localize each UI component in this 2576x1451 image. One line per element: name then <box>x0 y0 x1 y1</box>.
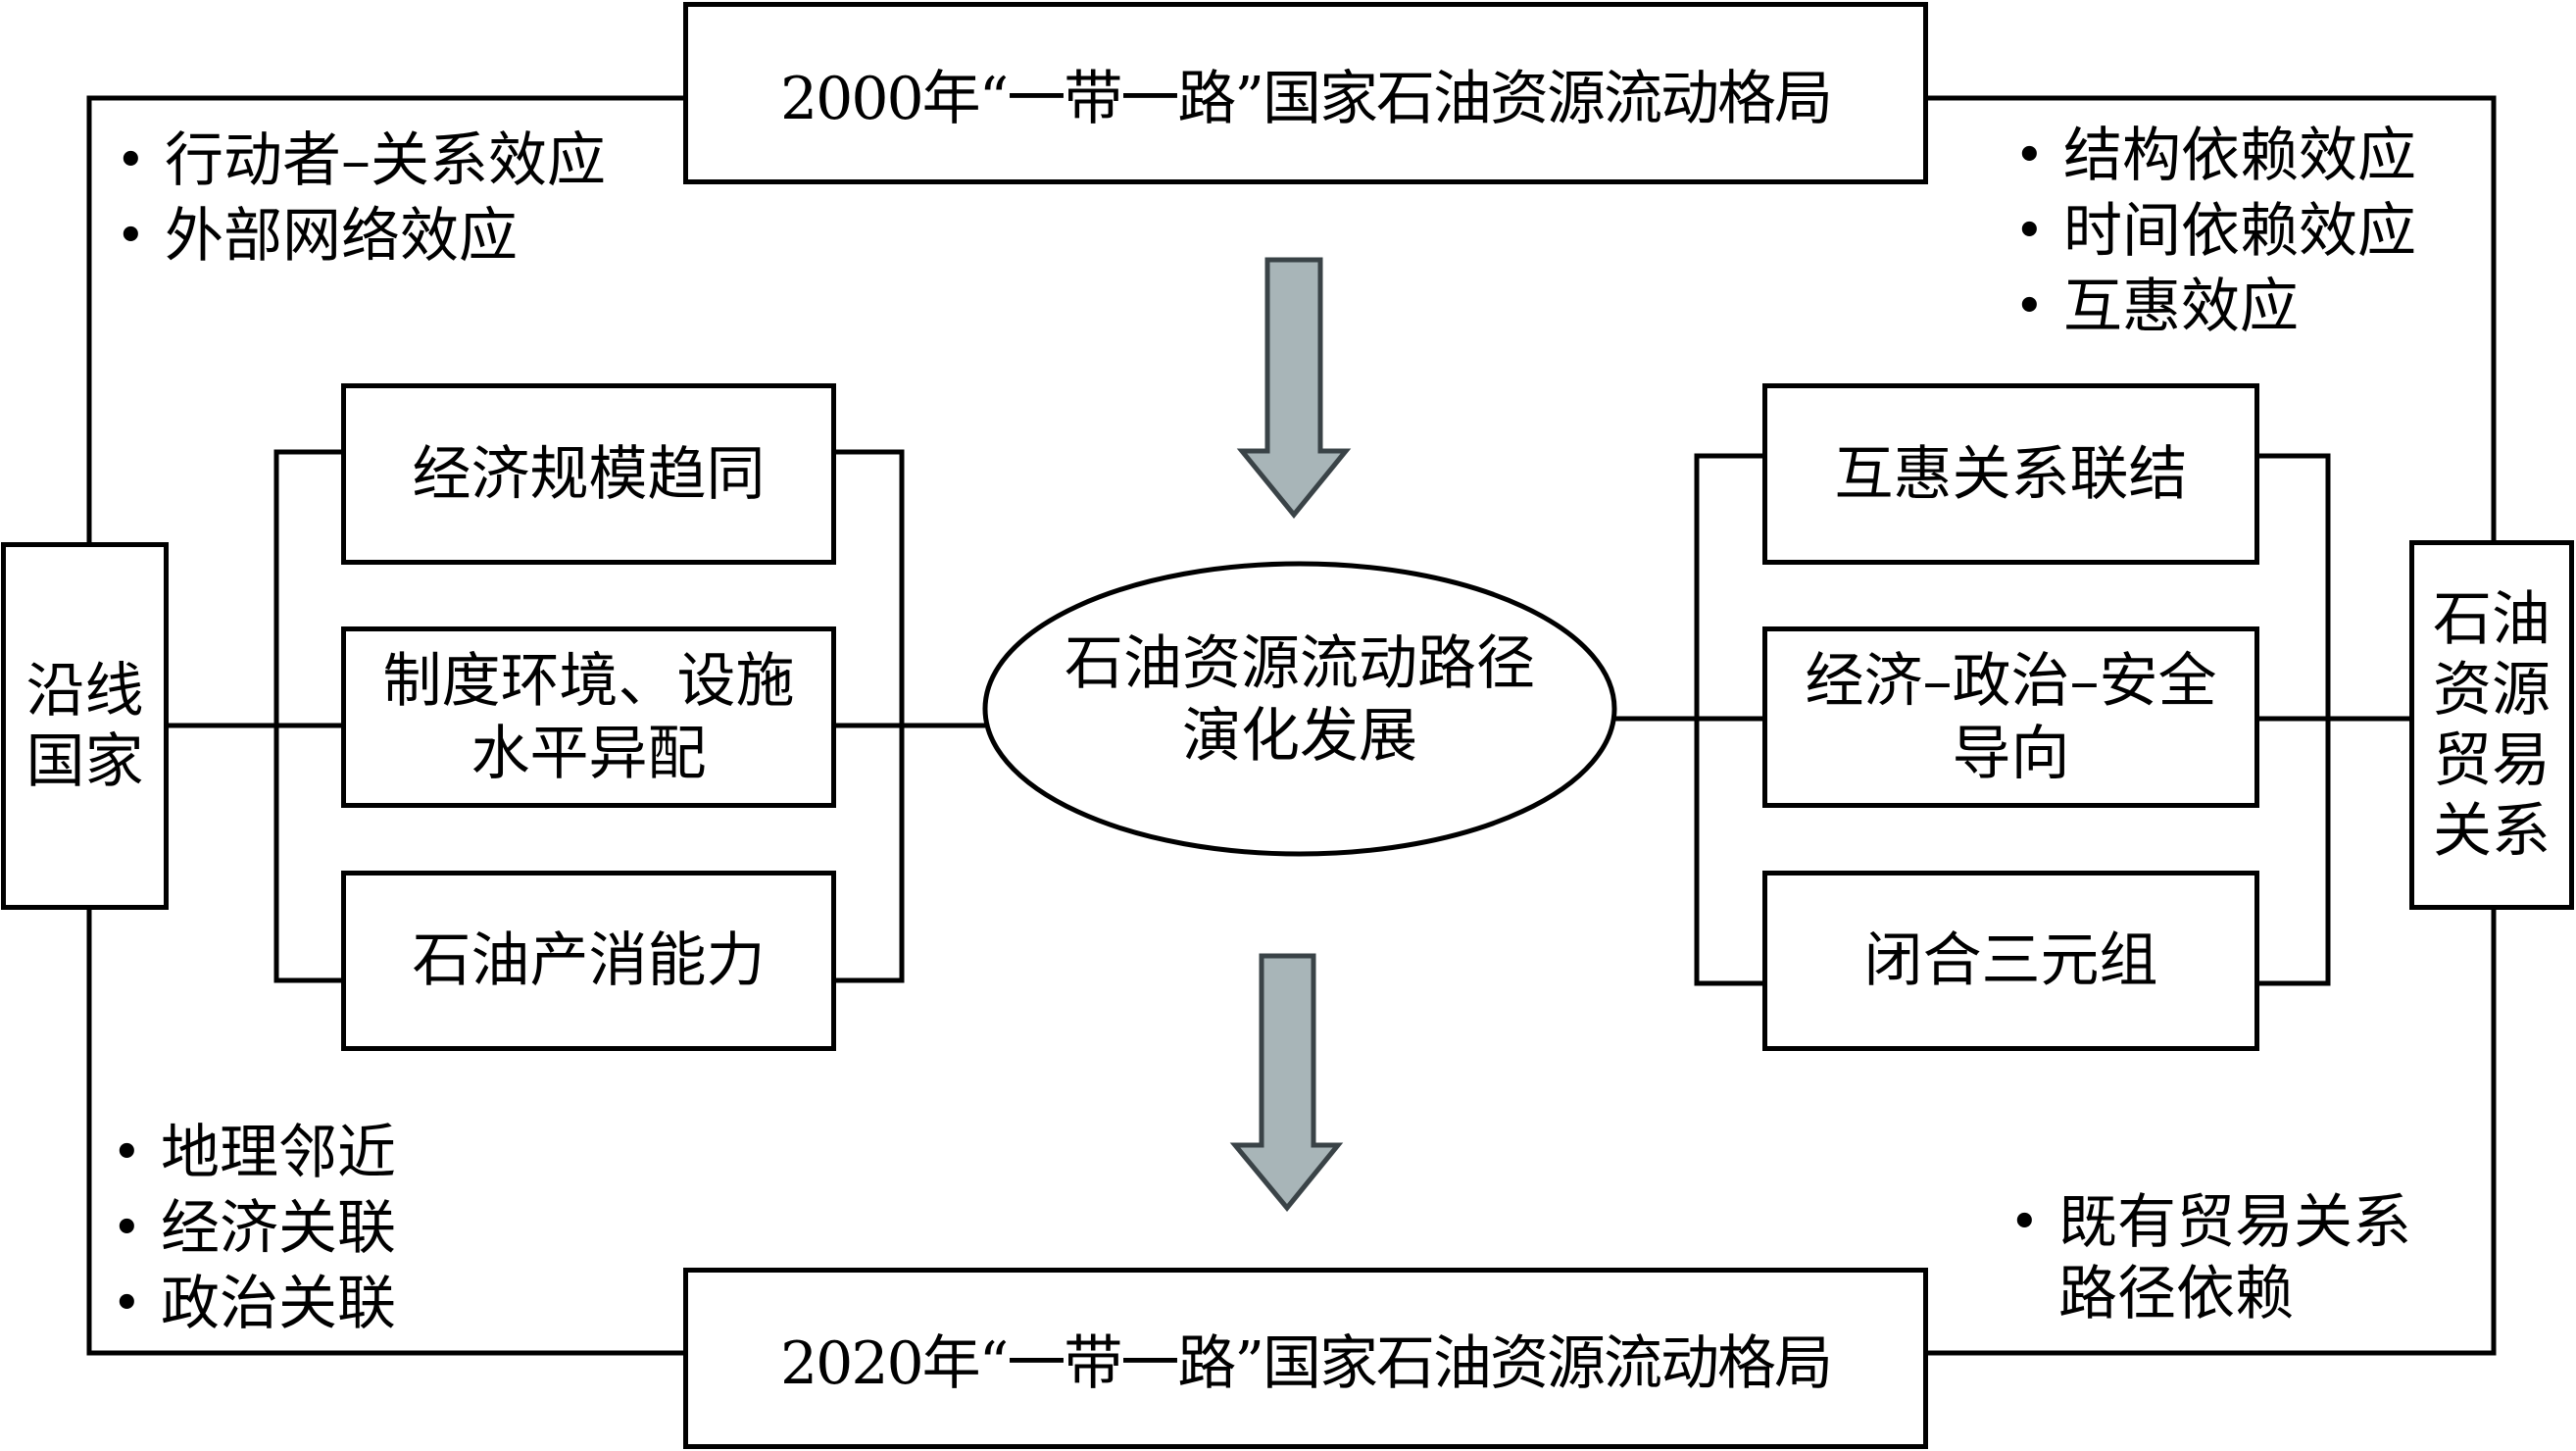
bottom-right-factors-list: 既有贸易关系 路径依赖 <box>2009 1187 2411 1330</box>
right-node-line: 关系 <box>2433 796 2551 866</box>
top-right-effects-list: 结构依赖效应 时间依赖效应 互惠效应 <box>2014 119 2416 345</box>
right-factor-reciprocity: 互惠关系联结 <box>1762 383 2259 565</box>
right-factor-closed-triad: 闭合三元组 <box>1762 871 2259 1051</box>
list-item: 地理邻近 <box>112 1116 396 1191</box>
left-factor-label: 经济规模趋同 <box>412 439 766 509</box>
right-bracket-inner <box>1694 453 1762 986</box>
right-node-line: 资源 <box>2433 655 2551 725</box>
right-factor-label: 闭合三元组 <box>1863 926 2158 995</box>
outer-frame-top-left <box>86 95 683 542</box>
left-node-line: 国家 <box>25 726 144 796</box>
left-bracket-inner <box>836 449 905 983</box>
right-factor-label: 互惠关系联结 <box>1834 439 2188 509</box>
right-factor-label: 经济–政治–安全 <box>1805 646 2217 716</box>
left-factor-label: 水平异配 <box>471 719 707 788</box>
list-item: 经济关联 <box>112 1191 396 1267</box>
list-item: 政治关联 <box>112 1267 396 1342</box>
list-item-continuation: 路径依赖 <box>2058 1260 2294 1328</box>
left-factor-institution-infrastructure: 制度环境、设施 水平异配 <box>341 626 836 808</box>
outer-frame-top-right <box>1928 95 2497 540</box>
right-factor-econ-politics-security: 经济–政治–安全 导向 <box>1762 626 2259 808</box>
pattern-2000-label: 2000年“一带一路”国家石油资源流动格局 <box>779 64 1833 133</box>
left-bracket-outer <box>273 449 341 983</box>
right-factor-label: 导向 <box>1952 719 2070 788</box>
list-item: 时间依赖效应 <box>2014 194 2416 270</box>
outer-frame-bottom-right <box>1928 910 2497 1356</box>
right-node-line: 贸易 <box>2433 726 2551 795</box>
left-factor-economic-scale: 经济规模趋同 <box>341 383 836 565</box>
left-factor-label: 制度环境、设施 <box>382 646 795 716</box>
oil-trade-relations-box: 石油 资源 贸易 关系 <box>2409 540 2574 910</box>
right-node-line: 石油 <box>2433 584 2551 654</box>
center-node-line: 石油资源流动路径 <box>1065 629 1535 698</box>
list-item: 行动者–关系效应 <box>116 124 606 199</box>
center-node-line: 演化发展 <box>1182 702 1417 771</box>
list-item: 既有贸易关系 <box>2009 1187 2411 1259</box>
countries-along-route-box: 沿线 国家 <box>1 542 169 910</box>
center-ellipse <box>982 561 1617 857</box>
left-factor-oil-capacity: 石油产消能力 <box>341 871 836 1051</box>
list-item: 结构依赖效应 <box>2014 119 2416 194</box>
left-node-line: 沿线 <box>25 656 144 726</box>
pattern-2020-box: 2020年“一带一路”国家石油资源流动格局 <box>683 1268 1928 1449</box>
center-node-text: 石油资源流动路径 演化发展 <box>1019 627 1580 773</box>
pattern-2000-box: 2000年“一带一路”国家石油资源流动格局 <box>683 2 1928 184</box>
list-item: 互惠效应 <box>2014 270 2416 345</box>
top-left-effects-list: 行动者–关系效应 外部网络效应 <box>116 124 606 275</box>
list-item: 外部网络效应 <box>116 199 606 275</box>
left-factor-label: 石油产消能力 <box>412 926 766 995</box>
outer-frame-bottom-left <box>86 910 683 1356</box>
pattern-2020-label: 2020年“一带一路”国家石油资源流动格局 <box>779 1329 1833 1398</box>
arrow-down-bottom-icon <box>1229 953 1344 1212</box>
bottom-left-factors-list: 地理邻近 经济关联 政治关联 <box>112 1116 396 1342</box>
arrow-down-top-icon <box>1236 257 1352 519</box>
